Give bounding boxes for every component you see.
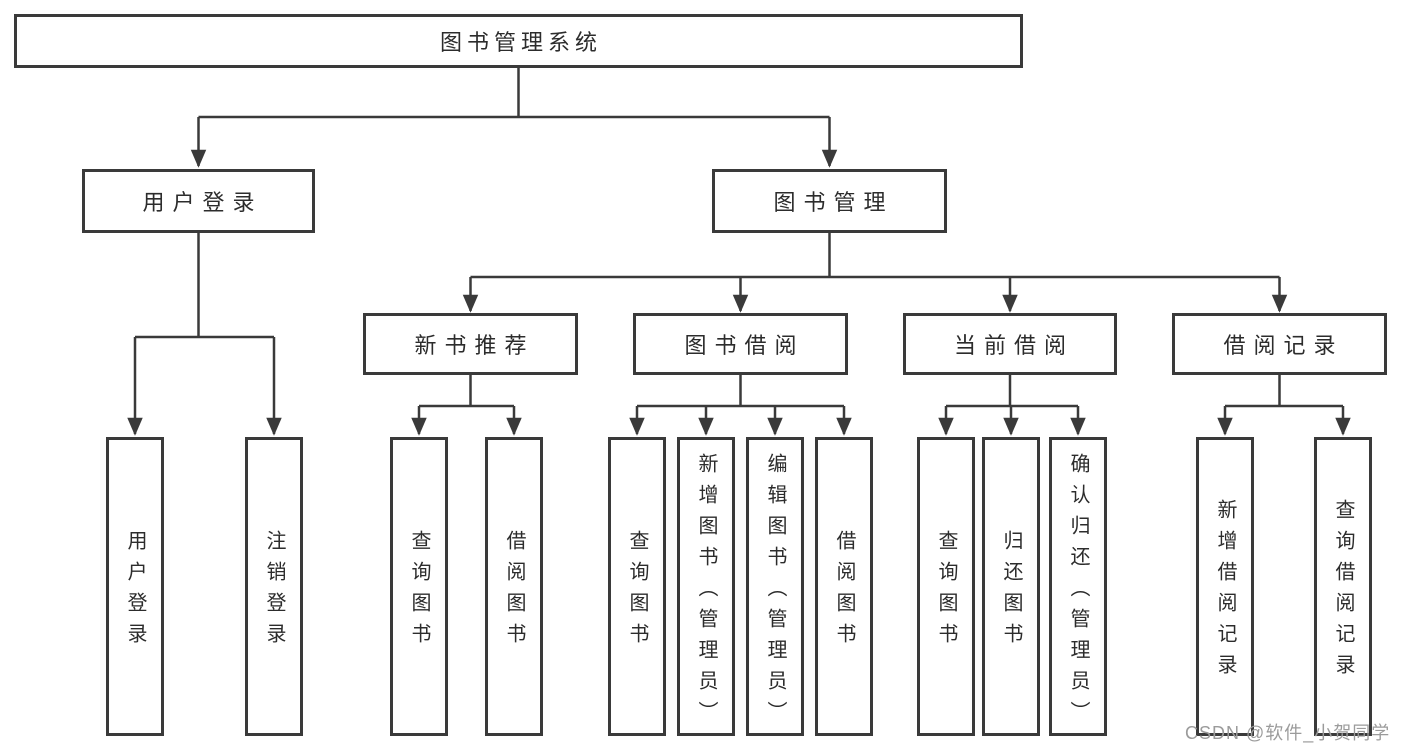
connector-line <box>135 68 1343 408</box>
node-current-confirm-return: 确认归还（管理员） <box>1049 437 1107 736</box>
node-records-query-record: 查询借阅记录 <box>1314 437 1372 736</box>
node-book-management: 图书管理 <box>712 169 947 233</box>
node-recommend-query-books: 查询图书 <box>390 437 448 736</box>
node-borrowing-query-books-label: 查询图书 <box>626 530 648 654</box>
node-borrowing-query-books: 查询图书 <box>608 437 666 736</box>
csdn-watermark: CSDN @软件_小贺同学 <box>1185 723 1391 743</box>
node-borrowing-records-label: 借阅记录 <box>1223 333 1344 358</box>
node-root: 图书管理系统 <box>14 14 1023 68</box>
node-book-borrowing-label: 图书借阅 <box>684 333 805 358</box>
node-user-login-leaf: 用户登录 <box>106 437 164 736</box>
node-current-borrowing-label: 当前借阅 <box>953 333 1074 358</box>
node-records-add-record: 新增借阅记录 <box>1196 437 1254 736</box>
node-records-add-record-label: 新增借阅记录 <box>1214 499 1236 685</box>
node-user-login: 用户登录 <box>82 169 315 233</box>
node-recommend-borrow-books: 借阅图书 <box>485 437 543 736</box>
node-current-query-books: 查询图书 <box>917 437 975 736</box>
node-records-query-record-label: 查询借阅记录 <box>1332 499 1354 685</box>
node-current-borrowing: 当前借阅 <box>903 313 1117 375</box>
node-book-borrowing: 图书借阅 <box>633 313 848 375</box>
node-borrowing-add-books-label: 新增图书（管理员） <box>695 452 717 732</box>
node-logout: 注销登录 <box>245 437 303 736</box>
node-new-book-recommend: 新书推荐 <box>363 313 578 375</box>
node-borrowing-edit-books-label: 编辑图书（管理员） <box>764 452 786 732</box>
node-borrowing-edit-books: 编辑图书（管理员） <box>746 437 804 736</box>
node-borrowing-borrow-books: 借阅图书 <box>815 437 873 736</box>
node-current-return-books: 归还图书 <box>982 437 1040 736</box>
node-recommend-borrow-books-label: 借阅图书 <box>503 530 525 654</box>
node-borrowing-add-books: 新增图书（管理员） <box>677 437 735 736</box>
node-book-management-label: 图书管理 <box>773 190 894 215</box>
node-logout-label: 注销登录 <box>263 530 285 654</box>
node-user-login-leaf-label: 用户登录 <box>124 530 146 654</box>
node-recommend-query-books-label: 查询图书 <box>408 530 430 654</box>
node-borrowing-records: 借阅记录 <box>1172 313 1387 375</box>
node-user-login-label: 用户登录 <box>142 190 263 215</box>
node-current-return-books-label: 归还图书 <box>1000 530 1022 654</box>
node-borrowing-borrow-books-label: 借阅图书 <box>833 530 855 654</box>
node-new-book-recommend-label: 新书推荐 <box>414 333 535 358</box>
node-root-label: 图书管理系统 <box>439 30 602 55</box>
node-current-confirm-return-label: 确认归还（管理员） <box>1067 452 1089 732</box>
node-current-query-books-label: 查询图书 <box>935 530 957 654</box>
